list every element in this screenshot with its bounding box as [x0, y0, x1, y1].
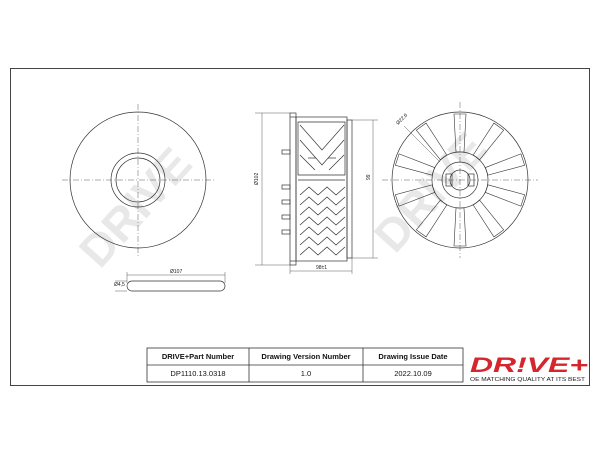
side-body [295, 116, 348, 262]
side-dimensions [255, 112, 378, 274]
side-flange-right [346, 119, 353, 259]
drawing-sheet [10, 68, 590, 386]
title-block [146, 347, 464, 383]
end-fins [394, 113, 526, 247]
part-number-label: DRIVE+Part Number [162, 352, 234, 361]
version-value: 1.0 [301, 369, 311, 378]
side-view [281, 112, 353, 266]
side-upper-section [297, 121, 346, 176]
dim-outer-diameter: Ø107 [170, 269, 182, 275]
logo-tagline: OE MATCHING QUALITY AT ITS BEST [470, 377, 586, 383]
side-flange-left [289, 112, 297, 266]
logo-wordmark: DR!VE+ [470, 354, 588, 377]
issue-date-value: 2022.10.09 [394, 369, 432, 378]
watermark-group: DRIVE DRIVE [69, 122, 497, 276]
dim-bolt-leader [403, 125, 441, 163]
dim-length: 98±1 [316, 265, 327, 271]
dim-oring-thickness: Ø4,5 [114, 282, 125, 288]
dim-height: Ø102 [254, 173, 260, 185]
dim-width: 99 [366, 174, 372, 180]
version-label: Drawing Version Number [261, 352, 350, 361]
issue-date-label: Drawing Issue Date [378, 352, 447, 361]
end-view [382, 102, 538, 258]
front-bore-circle [115, 157, 161, 203]
oring-view [115, 272, 226, 292]
oring-shape [126, 280, 226, 292]
drive-logo: DR!VE+ OE MATCHING QUALITY AT ITS BEST [470, 354, 588, 383]
dim-bolt-diameter: Ø22,6 [395, 112, 409, 126]
front-view [62, 104, 214, 256]
part-number-value: DP1110.13.0318 [170, 369, 225, 378]
